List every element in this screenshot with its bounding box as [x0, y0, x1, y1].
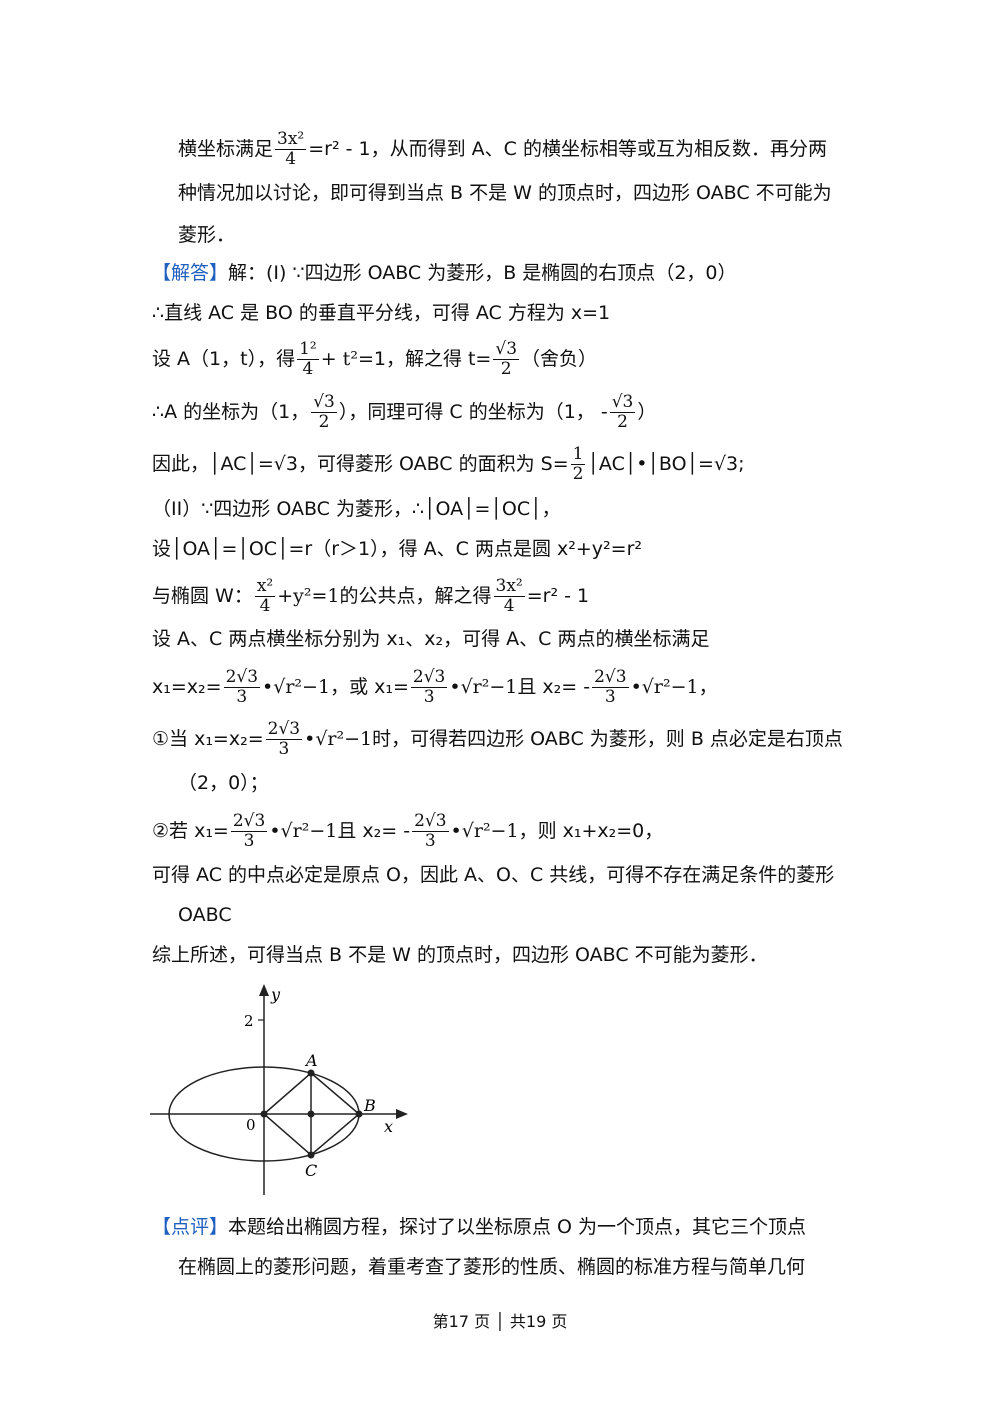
solution-line-16: 综上所述，可得当点 B 不是 W 的顶点时，四边形 OABC 不可能为菱形．	[152, 944, 768, 966]
solution-line-12: （2，0）；	[178, 772, 269, 794]
x-axis-label: x	[384, 1117, 393, 1136]
origin-label: 0	[246, 1116, 256, 1134]
midpoint-ac	[307, 1110, 315, 1118]
y-axis-arrow	[259, 984, 269, 996]
review-tag: 【点评】	[152, 1216, 229, 1238]
point-a	[307, 1069, 315, 1077]
x-axis-arrow	[396, 1109, 408, 1119]
analysis-line-3: 菱形．	[178, 224, 236, 246]
tick-label-2: 2	[244, 1012, 254, 1030]
y-axis-label: y	[270, 985, 281, 1004]
analysis-line-2: 种情况加以讨论，即可得到当点 B 不是 W 的顶点时，四边形 OABC 不可能为	[178, 182, 832, 204]
solution-line-2: ∴直线 AC 是 BO 的垂直平分线，可得 AC 方程为 x=1	[152, 302, 611, 324]
point-c	[307, 1151, 315, 1159]
label-b: B	[363, 1096, 376, 1115]
review-line-1: 【点评】本题给出椭圆方程，探讨了以坐标原点 O 为一个顶点，其它三个顶点	[152, 1216, 807, 1238]
ellipse-rhombus-figure: y x 2 0 A B C	[150, 984, 408, 1195]
solution-line-7: 设│OA│=│OC│=r（r＞1），得 A、C 两点是圆 x²+y²=r²	[152, 538, 643, 560]
point-o	[260, 1110, 268, 1118]
label-c: C	[305, 1161, 317, 1180]
point-b	[355, 1110, 363, 1118]
solution-line-15: OABC	[178, 904, 232, 926]
review-line-2: 在椭圆上的菱形问题，着重考查了菱形的性质、椭圆的标准方程与简单几何	[178, 1256, 806, 1278]
solution-line-14: 可得 AC 的中点必定是原点 O，因此 A、O、C 共线，可得不存在满足条件的菱…	[152, 864, 835, 886]
solution-line-6: （II）∵四边形 OABC 为菱形，∴│OA│=│OC│，	[152, 498, 561, 520]
solution-line-1: 【解答】解：(I) ∵四边形 OABC 为菱形，B 是椭圆的右顶点（2，0）	[152, 262, 737, 284]
page-footer: 第17 页 │ 共19 页	[432, 1312, 568, 1331]
solution-line-9: 设 A、C 两点横坐标分别为 x₁、x₂，可得 A、C 两点的横坐标满足	[152, 628, 710, 650]
solution-tag: 【解答】	[152, 262, 229, 284]
label-a: A	[304, 1051, 318, 1070]
